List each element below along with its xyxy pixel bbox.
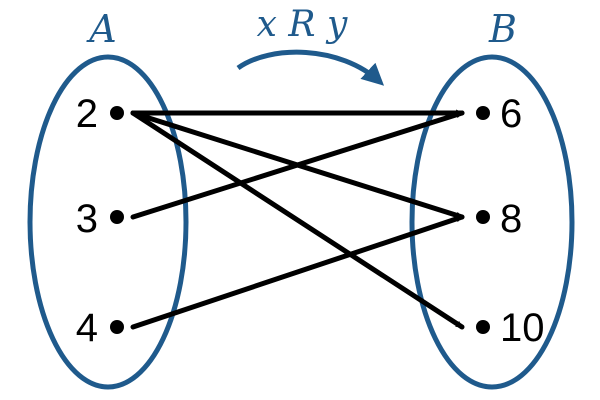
element-label-b-1: 8 bbox=[500, 197, 522, 241]
element-label-a-2: 4 bbox=[76, 306, 98, 350]
set-a-element: 3 bbox=[76, 197, 124, 241]
set-b-element: 8 bbox=[476, 197, 522, 241]
set-a-label: A bbox=[86, 7, 116, 51]
element-dot bbox=[476, 320, 490, 334]
relation-curved-arrow bbox=[236, 49, 385, 86]
mapping-arrows bbox=[130, 109, 465, 330]
element-dot bbox=[110, 210, 124, 224]
mapping-arrow-4-to-8 bbox=[130, 214, 465, 330]
element-dot bbox=[110, 320, 124, 334]
relation-label: x R y bbox=[257, 4, 348, 45]
element-label-a-0: 2 bbox=[76, 92, 98, 136]
element-label-a-1: 3 bbox=[76, 197, 98, 241]
set-b-element: 6 bbox=[476, 92, 522, 136]
set-a-element: 2 bbox=[76, 92, 124, 136]
element-dot bbox=[476, 210, 490, 224]
element-dot bbox=[110, 106, 124, 120]
set-a-element: 4 bbox=[76, 306, 124, 350]
element-label-b-2: 10 bbox=[500, 306, 545, 350]
set-b-ellipse bbox=[409, 54, 575, 390]
set-b-element: 10 bbox=[476, 306, 545, 350]
element-dot bbox=[476, 106, 490, 120]
mapping-arrow-2-to-10 bbox=[130, 110, 465, 330]
element-label-b-0: 6 bbox=[500, 92, 522, 136]
mapping-arrow-3-to-6 bbox=[130, 110, 465, 220]
set-a-ellipse bbox=[27, 54, 189, 390]
set-b-label: B bbox=[488, 7, 517, 51]
